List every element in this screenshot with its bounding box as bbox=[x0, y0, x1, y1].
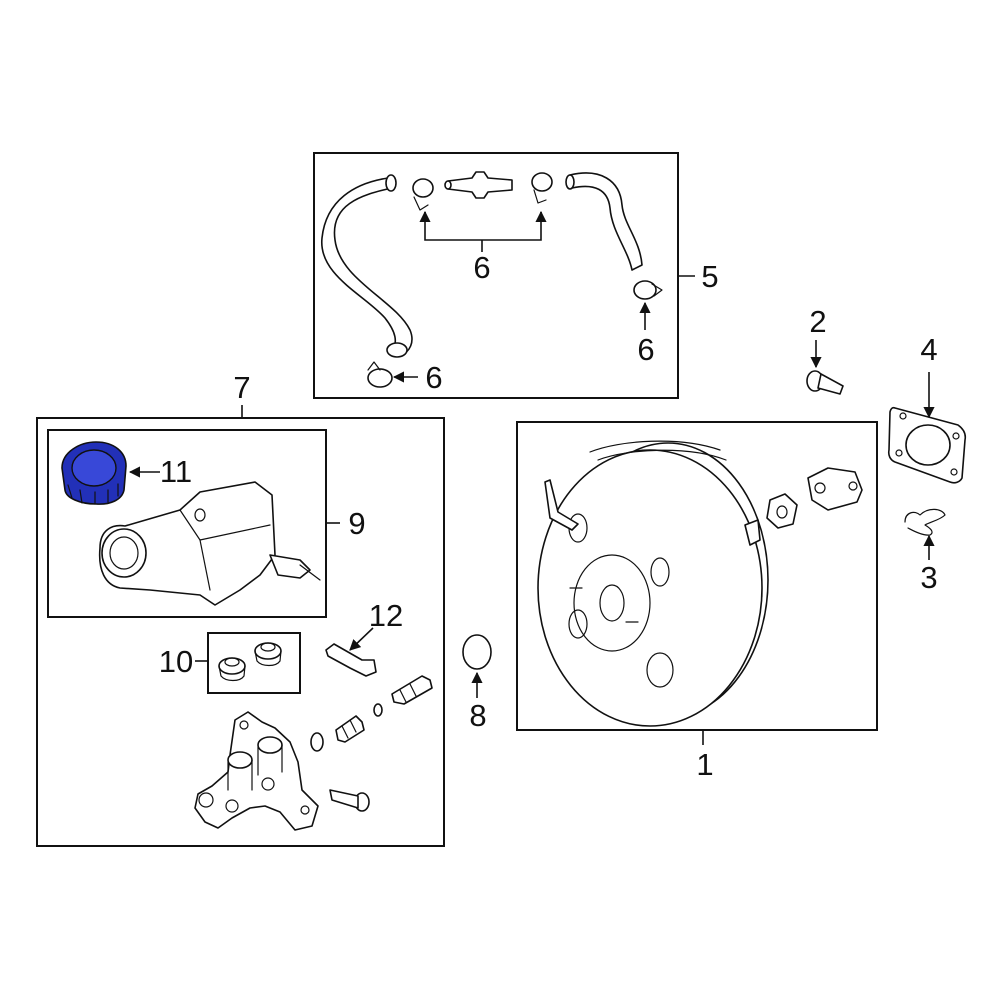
hose-clamp-lower-left[interactable] bbox=[367, 361, 393, 388]
group-box-10 bbox=[195, 632, 301, 694]
callout-6-top: 6 bbox=[473, 250, 490, 285]
callout-7: 7 bbox=[233, 370, 250, 405]
callout-6-right: 6 bbox=[637, 332, 654, 367]
reservoir-cap-part-11[interactable] bbox=[61, 441, 127, 505]
clip-part-3[interactable] bbox=[904, 508, 946, 536]
brake-fluid-reservoir[interactable] bbox=[98, 481, 321, 606]
hose-clamp-top-left[interactable] bbox=[412, 178, 434, 211]
callout-8: 8 bbox=[469, 698, 486, 733]
callout-2: 2 bbox=[809, 304, 826, 339]
callout-4: 4 bbox=[920, 332, 937, 367]
bolt-part-mc[interactable] bbox=[329, 789, 370, 812]
callout-11: 11 bbox=[160, 454, 192, 489]
o-ring-small-2[interactable] bbox=[373, 703, 383, 717]
group-box-5 bbox=[313, 152, 695, 399]
grommet-part-10b[interactable] bbox=[254, 642, 282, 667]
callout-9: 9 bbox=[348, 506, 365, 541]
fitting-part-a[interactable] bbox=[335, 715, 365, 743]
callout-12: 12 bbox=[369, 598, 403, 633]
clevis-part[interactable] bbox=[807, 467, 863, 511]
group-box-7 bbox=[36, 405, 445, 847]
nut-part[interactable] bbox=[766, 493, 798, 529]
callout-1: 1 bbox=[696, 747, 713, 782]
master-cylinder-body[interactable] bbox=[194, 711, 319, 831]
group-box-9 bbox=[47, 429, 340, 618]
brake-booster[interactable] bbox=[537, 440, 769, 727]
callout-10: 10 bbox=[159, 644, 193, 679]
check-valve[interactable] bbox=[444, 171, 513, 199]
callout-3: 3 bbox=[920, 560, 937, 595]
o-ring-small-1[interactable] bbox=[310, 732, 324, 752]
right-vacuum-hose[interactable] bbox=[565, 172, 643, 271]
fitting-part-b[interactable] bbox=[391, 675, 433, 705]
bolt-part-2[interactable] bbox=[806, 370, 844, 395]
callout-6-lower: 6 bbox=[425, 360, 442, 395]
group-box-1 bbox=[516, 421, 878, 745]
grommet-part-10a[interactable] bbox=[218, 657, 246, 682]
gasket-part-4[interactable] bbox=[887, 406, 967, 484]
left-vacuum-hose[interactable] bbox=[321, 174, 413, 358]
retaining-pin-part-12[interactable] bbox=[325, 643, 377, 677]
callout-5: 5 bbox=[701, 259, 718, 294]
hose-clamp-top-right[interactable] bbox=[531, 172, 553, 204]
hose-clamp-right[interactable] bbox=[633, 280, 663, 300]
o-ring-part-8[interactable] bbox=[462, 634, 492, 670]
